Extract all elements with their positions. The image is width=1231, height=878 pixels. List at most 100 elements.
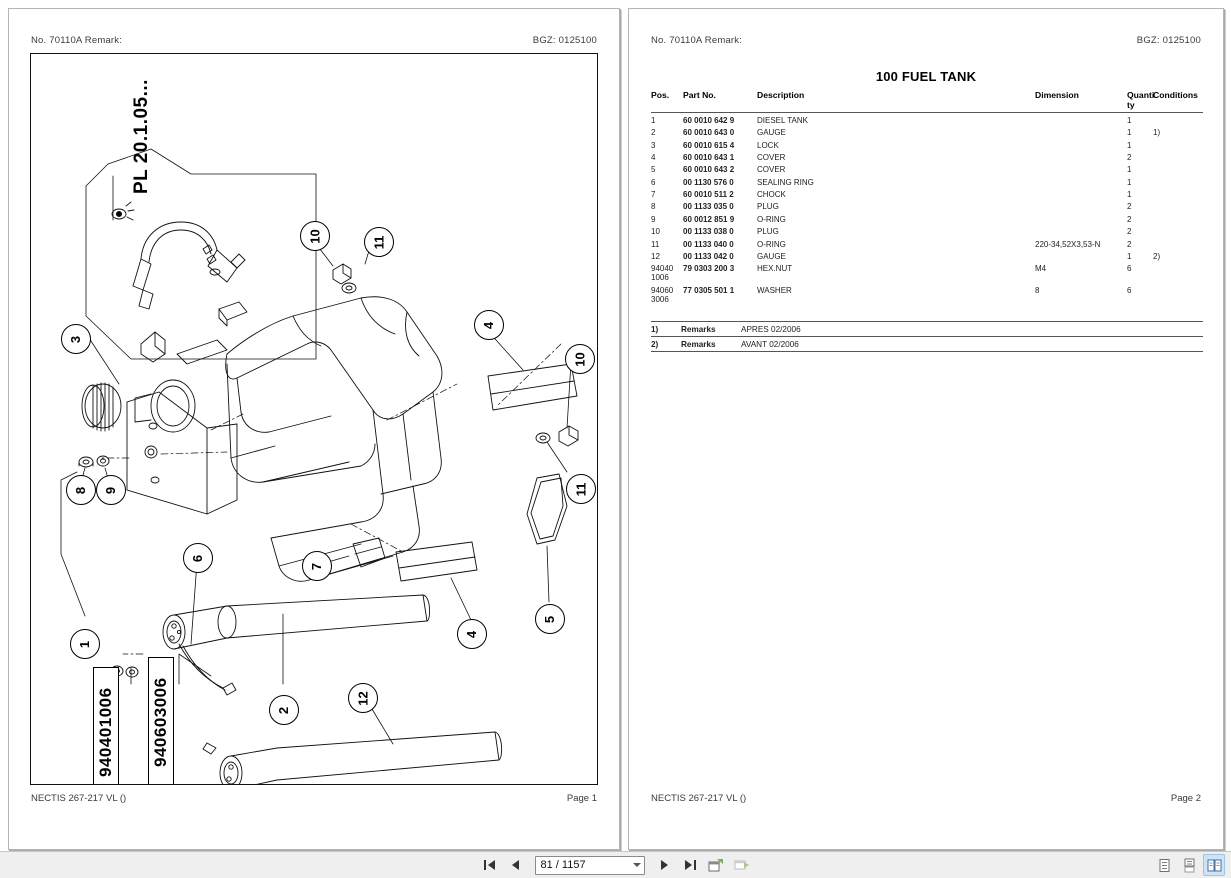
part-no-cell: 00 1133 040 0 <box>683 239 734 249</box>
description-cell: DIESEL TANK <box>757 115 808 125</box>
dimension-cell: 8 <box>1035 285 1040 295</box>
page-number-select[interactable]: 81 / 1157 <box>534 855 645 875</box>
export-button[interactable] <box>705 854 727 876</box>
technical-drawing: PL 20.1.05... 940401006 940603006 3 10 1… <box>31 54 597 784</box>
document-page-right[interactable]: No. 70110A Remark: BGZ: 0125100 100 FUEL… <box>628 8 1224 850</box>
view-two-page-button[interactable] <box>1203 854 1225 876</box>
page-number-value: 81 / 1157 <box>540 859 586 871</box>
description-cell: CHOCK <box>757 190 786 199</box>
quantity-cell: 1 <box>1127 190 1132 199</box>
callout-11[interactable]: 11 <box>364 227 394 257</box>
header-bgz-number-right: BGZ: 0125100 <box>1136 35 1201 46</box>
drawing-reference-label: PL 20.1.05... <box>131 79 152 194</box>
copy-button[interactable] <box>731 854 753 876</box>
dimension-cell <box>1035 213 1127 225</box>
col-part-no: Part No. <box>683 90 716 100</box>
last-page-button[interactable] <box>679 854 701 876</box>
pos-cell: 6 <box>651 177 656 187</box>
conditions-cell <box>1153 188 1203 200</box>
description-cell: PLUG <box>757 202 779 212</box>
callout-6[interactable]: 6 <box>183 543 213 573</box>
conditions-cell <box>1153 164 1203 176</box>
callout-12[interactable]: 12 <box>348 683 378 713</box>
quantity-cell: 2 <box>1127 202 1132 212</box>
previous-page-button[interactable] <box>505 854 527 876</box>
two-page-icon <box>1207 859 1221 871</box>
footer-page-number-left: Page 1 <box>566 793 597 804</box>
callout-5[interactable]: 5 <box>535 604 565 634</box>
dimension-cell <box>1035 226 1127 238</box>
single-page-icon <box>1159 858 1169 872</box>
col-dimension: Dimension <box>1035 90 1079 100</box>
parts-table: Pos. Part No. Description Dimension Quan… <box>651 90 1203 306</box>
document-page-left[interactable]: No. 70110A Remark: BGZ: 0125100 <box>8 8 620 850</box>
callout-4-lower[interactable]: 4 <box>457 619 487 649</box>
pos-cell: 1 <box>651 115 656 125</box>
part-no-cell: 60 0010 643 2 <box>683 165 735 175</box>
dimension-cell <box>1035 127 1127 139</box>
parts-table-title: 100 FUEL TANK <box>875 69 977 84</box>
callout-4[interactable]: 4 <box>474 310 504 340</box>
part-no-cell: 00 1130 576 0 <box>683 177 734 187</box>
view-single-page-button[interactable] <box>1153 854 1175 876</box>
part-no-cell: 60 0010 642 9 <box>683 115 735 125</box>
callout-10-right[interactable]: 10 <box>565 344 595 374</box>
col-description: Description <box>757 90 805 100</box>
header-bgz-number: BGZ: 0125100 <box>532 35 597 46</box>
description-cell: LOCK <box>757 140 779 150</box>
part-no-cell: 60 0010 643 0 <box>683 128 735 138</box>
callout-11-right[interactable]: 11 <box>566 474 596 504</box>
description-cell: GAUGE <box>757 128 786 138</box>
callout-1[interactable]: 1 <box>70 629 100 659</box>
pos-cell: 5 <box>651 165 656 175</box>
quantity-cell: 2 <box>1127 239 1132 249</box>
callout-10[interactable]: 10 <box>300 221 330 251</box>
description-cell: WASHER <box>757 285 792 295</box>
quantity-cell: 6 <box>1127 285 1132 295</box>
callout-7[interactable]: 7 <box>302 551 332 581</box>
quantity-cell: 1 <box>1127 128 1132 138</box>
conditions-cell <box>1153 151 1203 163</box>
conditions-cell <box>1153 238 1203 250</box>
part-no-cell: 79 0303 200 3 <box>683 264 735 274</box>
col-conditions: Conditions <box>1153 90 1198 100</box>
first-page-button[interactable] <box>479 854 501 876</box>
pos-cell: 12 <box>651 251 660 261</box>
callout-8[interactable]: 8 <box>66 475 96 505</box>
remark-label: Remarks <box>681 324 716 334</box>
callout-2[interactable]: 2 <box>269 695 299 725</box>
page-header-left: No. 70110A Remark: BGZ: 0125100 <box>9 35 619 49</box>
callout-3[interactable]: 3 <box>61 324 91 354</box>
conditions-cell <box>1153 263 1203 285</box>
footer-page-number-right: Page 2 <box>1170 793 1201 804</box>
description-cell: HEX.NUT <box>757 264 793 274</box>
chevron-down-icon[interactable] <box>630 858 644 873</box>
conditions-cell: 1) <box>1153 128 1161 138</box>
callout-9[interactable]: 9 <box>96 475 126 505</box>
pos-cell: 9 <box>651 214 656 224</box>
viewer-toolbar: 81 / 1157 <box>0 851 1231 878</box>
view-continuous-button[interactable] <box>1178 854 1200 876</box>
next-page-button[interactable] <box>653 854 675 876</box>
dimension-cell <box>1035 188 1127 200</box>
page-header-right: No. 70110A Remark: BGZ: 0125100 <box>629 35 1223 49</box>
quantity-cell: 2 <box>1127 227 1132 237</box>
header-doc-number: No. 70110A Remark: <box>31 35 123 46</box>
